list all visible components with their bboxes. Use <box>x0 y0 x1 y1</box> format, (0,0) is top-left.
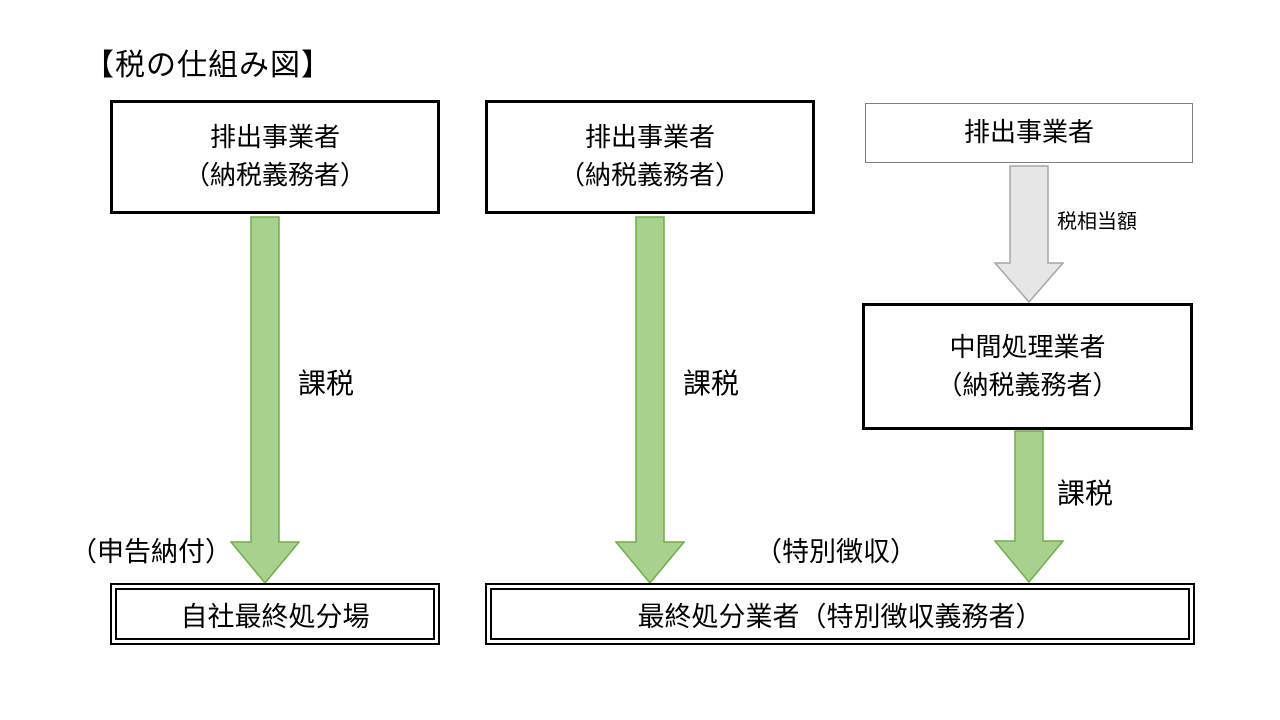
left-method-label: （申告納付） <box>70 537 232 567</box>
diagram-title: 【税の仕組み図】 <box>84 49 332 82</box>
middle-taxation-down-arrow-icon <box>615 216 685 584</box>
right-source-label: 排出事業者 <box>963 117 1094 148</box>
tax-equivalent-label: 税相当額 <box>1057 211 1137 233</box>
right-taxation-arrow-shape <box>994 430 1064 583</box>
middle-source-line1: 排出事業者 <box>584 122 715 153</box>
middle-source-line2: （納税義務者） <box>558 160 741 190</box>
left-taxation-arrow-shape <box>230 216 300 584</box>
left-taxation-down-arrow-icon <box>230 216 300 584</box>
right-source-box: 排出事業者 <box>865 103 1193 163</box>
left-destination-label: 自社最終処分場 <box>180 601 370 632</box>
intermediate-processor-box: 中間処理業者 （納税義務者） <box>862 303 1193 430</box>
left-destination-box: 自社最終処分場 <box>110 583 440 645</box>
left-taxation-label: 課税 <box>298 368 355 399</box>
middle-taxation-arrow-shape <box>615 216 685 584</box>
tax-equivalent-arrow-shape <box>994 165 1064 303</box>
intermediate-processor-line2: （納税義務者） <box>936 369 1119 400</box>
final-disposal-label: 最終処分業者（特別徴収義務者） <box>637 601 1043 632</box>
final-disposal-box: 最終処分業者（特別徴収義務者） <box>485 583 1195 645</box>
right-taxation-label: 課税 <box>1057 478 1114 509</box>
intermediate-processor-line1: 中間処理業者 <box>949 331 1106 362</box>
middle-taxation-label: 課税 <box>683 368 740 399</box>
left-source-box: 排出事業者 （納税義務者） <box>110 100 440 214</box>
left-source-line2: （納税義務者） <box>183 160 366 190</box>
tax-equivalent-down-arrow-icon <box>994 165 1064 303</box>
middle-method-label: （特別徴収） <box>755 537 917 567</box>
middle-source-box: 排出事業者 （納税義務者） <box>485 100 815 214</box>
right-taxation-down-arrow-icon <box>994 430 1064 583</box>
left-source-line1: 排出事業者 <box>209 122 340 153</box>
